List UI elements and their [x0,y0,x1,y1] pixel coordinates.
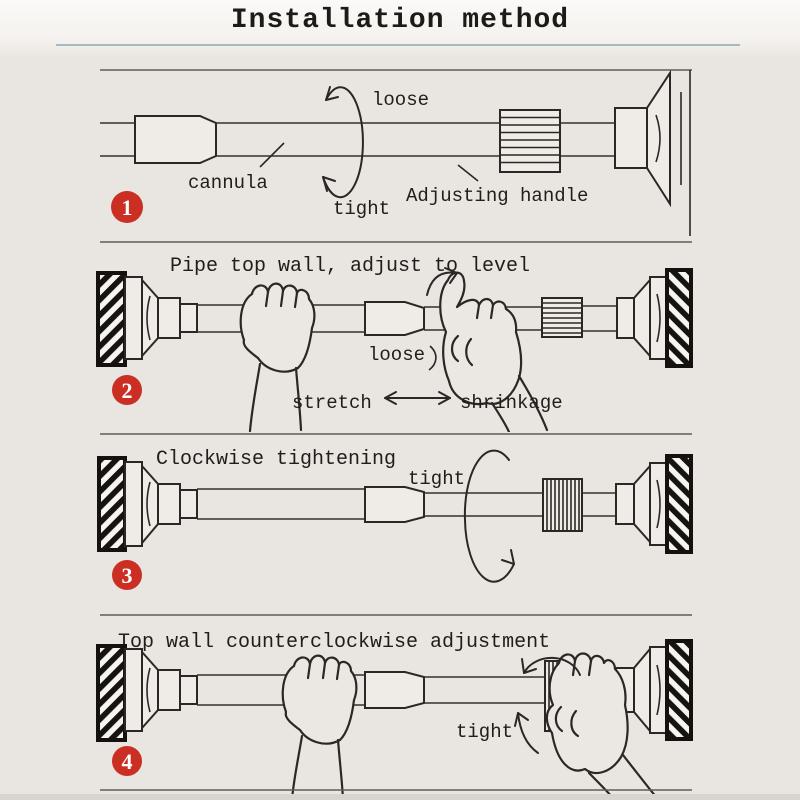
right-hand [439,271,549,432]
step-number: 2 [122,378,133,403]
tension-rod [197,301,617,336]
step-badge-circle [111,191,143,223]
cannula [364,671,425,709]
wall-hatch-left [97,456,127,552]
loose-arrowhead [325,86,339,101]
wall-mount-right [615,454,693,554]
step-badge-circle [112,560,142,590]
tension-rod [100,115,615,164]
wall-mount-left [96,271,198,367]
stretch-shrink-arrow-icon [384,391,451,405]
label-cannula: cannula [188,172,268,194]
adjusting-handle [542,478,583,532]
step-2-title: Pipe top wall, adjust to level [170,255,530,278]
page-title: Installation method [230,5,570,36]
label-tight: tight [456,721,513,743]
wall-hatch-right [665,454,693,554]
step-3-title: Clockwise tightening [156,448,396,471]
step-badge: 4 [112,746,142,776]
step-badge-circle [112,746,142,776]
wall-mount-left [97,456,198,552]
label-stretch: stretch [292,392,372,414]
step-badge: 3 [112,560,142,590]
step-badge: 1 [111,191,143,223]
tension-rod [197,486,616,523]
cannula-pointer-line [259,142,285,168]
cannula [364,486,425,523]
step-number: 4 [122,749,133,774]
rotation-arrow-icon [322,86,364,199]
tight-arrow-icon [514,712,539,754]
step-4-title: Top wall counterclockwise adjustment [118,631,550,654]
step-number: 1 [122,195,133,220]
diagram-panels: loose tight cannula Adjusting handle 1 P… [0,67,800,800]
step-1-panel: loose tight cannula Adjusting handle 1 [100,69,692,236]
step-badge-circle [112,375,142,405]
title-underline [56,44,740,46]
rotation-arrow-icon [463,449,515,583]
rotation-arrow-icon [521,656,581,676]
wall-mount-right [614,69,682,208]
left-hand [281,654,358,800]
cannula [364,301,425,336]
loose-tail-line [428,345,437,371]
label-loose: loose [372,89,429,111]
label-tight: tight [333,198,390,220]
wall-hatch-right [665,639,693,741]
tight-arrowhead [322,176,336,192]
wall-hatch-right [665,268,693,368]
wall-mount-left [96,644,198,742]
wall-hatch-left [96,271,127,367]
label-adjusting-handle: Adjusting handle [406,185,588,207]
step-4-panel: Top wall counterclockwise adjustment [96,614,693,800]
left-hand [239,282,316,432]
cannula [134,115,217,164]
handle-pointer-line [457,164,479,182]
label-shrinkage: shrinkage [460,392,563,414]
wall-hatch-left [96,644,127,742]
adjusting-handle [499,109,561,173]
header: Installation method [0,0,800,58]
rotation-arrow-icon [426,267,458,296]
step-number: 3 [122,563,133,588]
step-badge: 2 [112,375,142,405]
bottom-edge-strip [0,794,800,800]
label-loose: loose [368,344,425,366]
wall-mount-right [616,268,693,368]
step-2-panel: Pipe top wall, adjust to level [96,241,693,432]
adjusting-handle [541,297,583,338]
step-3-panel: Clockwise tightening [97,433,693,590]
label-tight: tight [408,468,465,490]
